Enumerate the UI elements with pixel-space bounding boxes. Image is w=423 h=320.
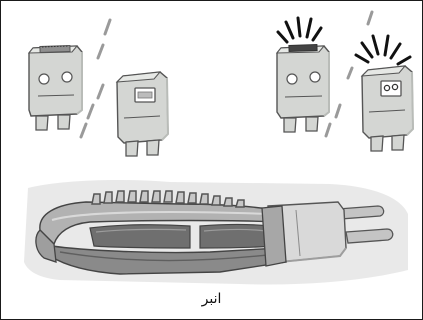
fuse-side-window-blown [356, 36, 413, 151]
separator-dash [88, 105, 93, 118]
separator-dash [326, 124, 330, 136]
spark-lines [278, 18, 321, 42]
figure-caption: انبر [0, 291, 423, 307]
separator-dash [348, 68, 352, 78]
fuse-top-window-blown [277, 18, 329, 132]
separator-dash [98, 45, 103, 58]
fuse-top-window-intact [29, 45, 82, 130]
separator-dash [98, 85, 103, 98]
separator-dash [336, 105, 340, 117]
separator-dash [368, 12, 372, 24]
separator-dash [81, 124, 86, 137]
fuse-side-window-intact [117, 72, 168, 156]
spark-lines [356, 36, 410, 64]
separator-dash [105, 20, 110, 34]
fuse-puller-icon [24, 180, 408, 284]
